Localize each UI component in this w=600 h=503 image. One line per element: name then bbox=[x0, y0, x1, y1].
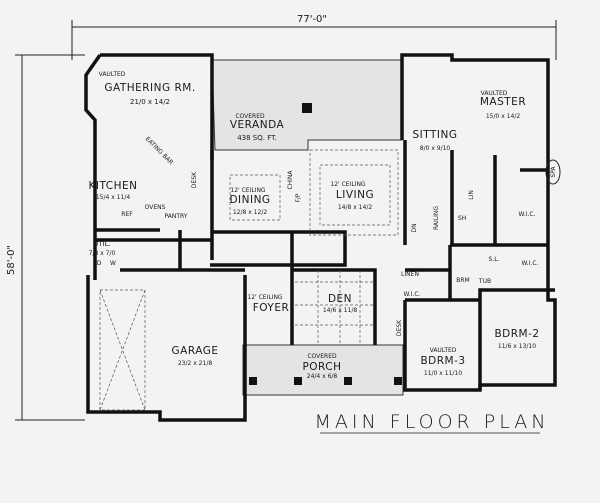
room-note: COVERED bbox=[307, 353, 337, 360]
stair-down-label: DN bbox=[411, 223, 418, 232]
room-veranda: COVERED VERANDA 438 SQ. FT. bbox=[230, 113, 285, 142]
room-note: 12' CEILING bbox=[247, 294, 283, 301]
closet-label: W.I.C. bbox=[519, 211, 536, 218]
room-size: 438 SQ. FT. bbox=[237, 134, 277, 142]
closet-label: W.I.C. bbox=[404, 291, 421, 298]
bathroom-label: BRM bbox=[456, 277, 469, 284]
room-note: 12' CEILING bbox=[230, 187, 266, 194]
room-gathering: VAULTED GATHERING RM. 21/0 x 14/2 bbox=[99, 71, 196, 106]
dryer-label: D bbox=[97, 260, 102, 267]
column bbox=[294, 377, 302, 385]
spa-label: SPA bbox=[550, 166, 557, 178]
room-note: VAULTED bbox=[430, 347, 457, 354]
column bbox=[302, 103, 312, 113]
room-master: VAULTED MASTER 15/0 x 14/2 SPA LIN SH W.… bbox=[456, 90, 561, 285]
desk-label: DESK bbox=[396, 319, 403, 336]
room-size: 11/6 x 13/10 bbox=[498, 343, 536, 350]
room-note: 12' CEILING bbox=[330, 181, 366, 188]
column bbox=[249, 377, 257, 385]
dimension-width: 77'-0" bbox=[71, 14, 557, 60]
china-label: CHINA bbox=[287, 170, 294, 190]
room-name: SITTING bbox=[413, 129, 458, 141]
room-sitting: SITTING 8/0 x 9/10 DN RAILING bbox=[411, 129, 458, 233]
interior-wall bbox=[95, 140, 555, 390]
room-name: PORCH bbox=[302, 361, 341, 373]
room-size: 14/8 x 14/2 bbox=[338, 204, 372, 211]
room-name: KITCHEN bbox=[89, 180, 138, 192]
plan-title: MAIN FLOOR PLAN bbox=[315, 411, 550, 433]
room-name: DINING bbox=[229, 194, 270, 206]
room-size: 15/4 x 11/4 bbox=[96, 194, 130, 201]
den-grid bbox=[295, 270, 375, 345]
room-size: 23/2 x 21/8 bbox=[178, 360, 212, 367]
room-bdrm3: W.I.C. DESK VAULTED BDRM-3 11/0 x 11/10 bbox=[396, 291, 465, 377]
column bbox=[344, 377, 352, 385]
room-name: MASTER bbox=[480, 96, 526, 108]
ceiling-outline bbox=[99, 149, 399, 411]
room-kitchen: EATING BAR KITCHEN 15/4 x 11/4 REF OVENS… bbox=[89, 136, 199, 220]
pantry-label: PANTRY bbox=[165, 213, 188, 220]
room-note: COVERED bbox=[235, 113, 265, 120]
room-size: 11/0 x 11/10 bbox=[424, 370, 462, 377]
ovens-label: OVENS bbox=[145, 204, 166, 211]
room-name: GATHERING RM. bbox=[104, 82, 195, 94]
room-name: FOYER bbox=[253, 302, 290, 314]
washer-label: W bbox=[110, 260, 116, 267]
room-size: 15/0 x 14/2 bbox=[486, 113, 520, 120]
skylight-label: S.L. bbox=[489, 256, 500, 263]
room-size: 8/0 x 9/10 bbox=[420, 145, 451, 152]
depth-label: 58'-0" bbox=[6, 245, 17, 275]
room-util: UTIL. 7/8 x 7/0 D W bbox=[89, 240, 116, 267]
desk-label: DESK bbox=[191, 171, 198, 188]
room-size: 12/8 x 12/2 bbox=[233, 209, 267, 216]
dimension-depth: 58'-0" bbox=[6, 54, 85, 421]
room-porch: COVERED PORCH 24/4 x 6/8 bbox=[302, 353, 341, 380]
room-name: GARAGE bbox=[172, 345, 219, 357]
width-label: 77'-0" bbox=[297, 14, 327, 25]
room-foyer: 12' CEILING FOYER bbox=[247, 294, 290, 314]
ref-label: REF bbox=[121, 211, 133, 218]
linen-label: LIN bbox=[468, 190, 475, 200]
room-note: VAULTED bbox=[481, 90, 508, 97]
eating-bar-label: EATING BAR bbox=[144, 136, 175, 167]
room-garage: GARAGE 23/2 x 21/8 bbox=[172, 345, 219, 367]
room-den: DEN 14/6 x 11/8 LINEN bbox=[323, 271, 419, 314]
room-name: LIVING bbox=[336, 189, 374, 201]
closet-label: W.I.C. bbox=[522, 260, 539, 267]
room-size: 21/0 x 14/2 bbox=[130, 98, 170, 106]
room-bdrm2: BDRM-2 11/6 x 13/10 bbox=[494, 328, 539, 350]
fireplace-label: F/P bbox=[295, 193, 302, 202]
room-name: BDRM-2 bbox=[494, 328, 539, 340]
room-size: 14/6 x 11/8 bbox=[323, 307, 357, 314]
room-size: 7/8 x 7/0 bbox=[89, 250, 116, 257]
tub-label: TUB bbox=[478, 278, 491, 285]
room-size: 24/4 x 6/8 bbox=[307, 373, 338, 380]
room-name: VERANDA bbox=[230, 119, 285, 131]
room-dining: 12' CEILING DINING 12/8 x 12/2 CHINA F/P bbox=[229, 170, 302, 216]
spa-tub-icon bbox=[545, 159, 561, 185]
linen-label: LINEN bbox=[401, 271, 419, 278]
column bbox=[394, 377, 402, 385]
room-living: 12' CEILING LIVING 14/8 x 14/2 bbox=[330, 181, 374, 211]
room-name: DEN bbox=[328, 293, 352, 305]
porch-area bbox=[242, 344, 404, 396]
railing-label: RAILING bbox=[433, 206, 440, 230]
shower-label: SH bbox=[458, 215, 466, 222]
room-name: BDRM-3 bbox=[420, 355, 465, 367]
room-name: UTIL. bbox=[93, 240, 111, 248]
room-note: VAULTED bbox=[99, 71, 126, 78]
